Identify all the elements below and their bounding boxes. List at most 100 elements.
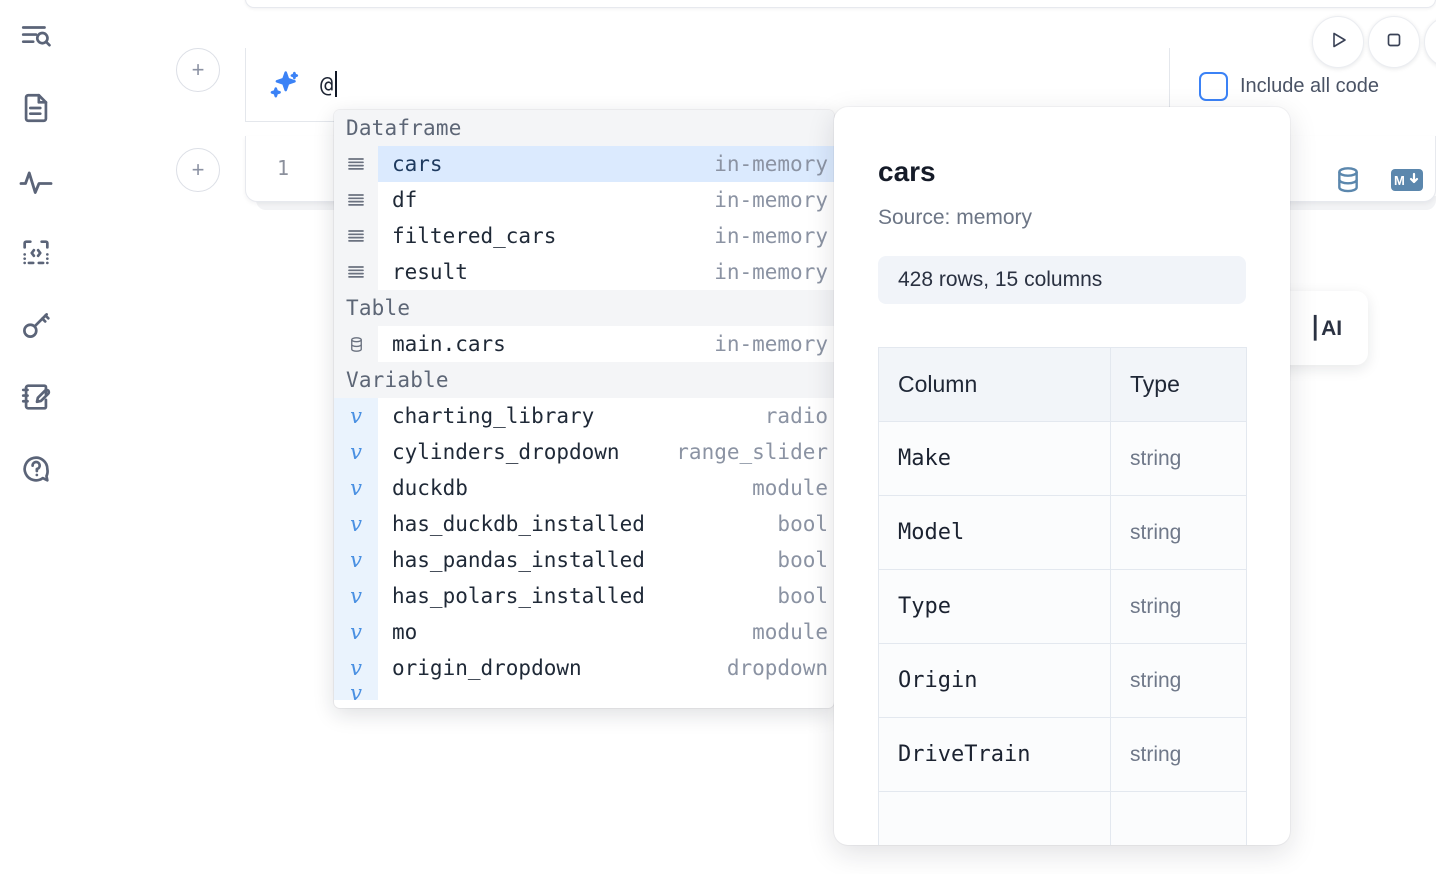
- column-type: string: [1111, 496, 1247, 570]
- variable-v-icon: v: [334, 614, 378, 650]
- autocomplete-item-duckdb[interactable]: v duckdb module: [334, 470, 834, 506]
- autocomplete-item-filtered-cars[interactable]: filtered_cars in-memory: [334, 218, 834, 254]
- notepad-pencil-icon: [19, 380, 53, 414]
- table-header-row: Column Type: [879, 348, 1247, 422]
- add-cell-below-button[interactable]: +: [176, 148, 220, 192]
- play-triangle-icon: [1326, 28, 1350, 57]
- column-type: string: [1111, 718, 1247, 792]
- stop-cell-button[interactable]: [1368, 16, 1420, 68]
- chat-question-icon: [19, 452, 53, 486]
- stop-square-icon: [1383, 29, 1405, 56]
- dataframe-lines-icon: [334, 146, 378, 182]
- variable-v-icon: v: [334, 470, 378, 506]
- column-name: Origin: [879, 644, 1111, 718]
- sidebar-item-notebook-file[interactable]: [14, 86, 58, 130]
- autocomplete-item-clipped[interactable]: v: [334, 686, 834, 700]
- autocomplete-item-has-duckdb-installed[interactable]: v has_duckdb_installed bool: [334, 506, 834, 542]
- autocomplete-item-cars[interactable]: cars in-memory: [334, 146, 834, 182]
- autocomplete-item-has-pandas-installed[interactable]: v has_pandas_installed bool: [334, 542, 834, 578]
- column-type: string: [1111, 644, 1247, 718]
- autocomplete-item-name: duckdb: [392, 476, 468, 500]
- sidebar-item-snippets[interactable]: [14, 231, 58, 275]
- autocomplete-item-origin-dropdown[interactable]: v origin_dropdown dropdown: [334, 650, 834, 686]
- autocomplete-item-name: cylinders_dropdown: [392, 440, 620, 464]
- sidebar-item-secrets[interactable]: [14, 303, 58, 347]
- sidebar-item-help-chat[interactable]: [14, 447, 58, 491]
- autocomplete-item-charting-library[interactable]: v charting_library radio: [334, 398, 834, 434]
- column-name: Make: [879, 422, 1111, 496]
- autocomplete-dropdown[interactable]: Dataframe cars in-memory df: [334, 110, 834, 708]
- column-type: string: [1111, 570, 1247, 644]
- column-name: Model: [879, 496, 1111, 570]
- sidebar-item-scratchpad[interactable]: [14, 375, 58, 419]
- dataframe-lines-icon: [334, 218, 378, 254]
- autocomplete-item-type: in-memory: [714, 152, 830, 176]
- autocomplete-item-name: origin_dropdown: [392, 656, 582, 680]
- include-all-code-checkbox[interactable]: [1199, 72, 1228, 101]
- autocomplete-item-name: cars: [392, 152, 443, 176]
- variable-v-icon: v: [334, 398, 378, 434]
- column-type: [1111, 792, 1247, 846]
- line-number: 1: [277, 156, 289, 180]
- autocomplete-section-header: Variable: [334, 362, 834, 398]
- column-header-column: Column: [879, 348, 1111, 422]
- table-row-clipped: [879, 792, 1247, 846]
- markdown-icon[interactable]: M: [1390, 167, 1424, 198]
- document-icon: [19, 91, 53, 125]
- autocomplete-item-name: mo: [392, 620, 417, 644]
- variable-v-icon: v: [334, 434, 378, 470]
- autocomplete-section-header: Table: [334, 290, 834, 326]
- variable-v-icon: v: [334, 650, 378, 686]
- autocomplete-item-type: bool: [777, 512, 830, 536]
- column-name: Type: [879, 570, 1111, 644]
- table-row: Type string: [879, 570, 1247, 644]
- add-cell-above-button[interactable]: +: [176, 48, 220, 92]
- autocomplete-item-type: in-memory: [714, 224, 830, 248]
- column-name: [879, 792, 1111, 846]
- more-actions-button[interactable]: [1424, 16, 1436, 68]
- variable-v-icon: v: [334, 542, 378, 578]
- autocomplete-item-name: main.cars: [392, 332, 506, 356]
- ai-prompt-input[interactable]: @: [320, 71, 337, 98]
- autocomplete-section-header: Dataframe: [334, 110, 834, 146]
- info-panel-shape-badge: 428 rows, 15 columns: [878, 256, 1246, 304]
- include-all-code-row[interactable]: Include all code: [1199, 72, 1379, 101]
- autocomplete-item-cylinders-dropdown[interactable]: v cylinders_dropdown range_slider: [334, 434, 834, 470]
- dataframe-lines-icon: [334, 254, 378, 290]
- column-header-type: Type: [1111, 348, 1247, 422]
- outline-search-icon: [19, 19, 53, 53]
- svg-text:M: M: [1394, 173, 1405, 188]
- sidebar-item-outline-search[interactable]: [14, 14, 58, 58]
- autocomplete-item-main-cars[interactable]: main.cars in-memory: [334, 326, 834, 362]
- text-caret: [335, 71, 337, 97]
- autocomplete-item-type: radio: [765, 404, 830, 428]
- variable-v-icon: v: [334, 506, 378, 542]
- sidebar-item-activity[interactable]: [14, 160, 58, 204]
- database-icon[interactable]: [1332, 164, 1364, 201]
- code-brackets-icon: [19, 236, 53, 270]
- autocomplete-item-mo[interactable]: v mo module: [334, 614, 834, 650]
- autocomplete-item-type: module: [752, 476, 830, 500]
- autocomplete-item-result[interactable]: result in-memory: [334, 254, 834, 290]
- autocomplete-item-name: filtered_cars: [392, 224, 556, 248]
- variable-v-icon: v: [334, 578, 378, 614]
- autocomplete-item-has-polars-installed[interactable]: v has_polars_installed bool: [334, 578, 834, 614]
- autocomplete-item-df[interactable]: df in-memory: [334, 182, 834, 218]
- autocomplete-item-type: bool: [777, 584, 830, 608]
- columns-table: Column Type Make string Model string Typ…: [878, 347, 1247, 845]
- cell-type-icons: M: [1332, 164, 1424, 201]
- key-icon: [19, 308, 53, 342]
- activity-pulse-icon: [18, 164, 54, 200]
- run-cell-button[interactable]: [1312, 16, 1364, 68]
- dataframe-lines-icon: [334, 182, 378, 218]
- table-row: DriveTrain string: [879, 718, 1247, 792]
- table-row: Origin string: [879, 644, 1247, 718]
- autocomplete-item-name: has_pandas_installed: [392, 548, 645, 572]
- column-name: DriveTrain: [879, 718, 1111, 792]
- ai-sparkle-icon: [268, 68, 302, 102]
- autocomplete-item-type: in-memory: [714, 188, 830, 212]
- autocomplete-item-name: result: [392, 260, 468, 284]
- ai-prompt-value: @: [320, 73, 334, 98]
- previous-cell-edge: [245, 0, 1436, 8]
